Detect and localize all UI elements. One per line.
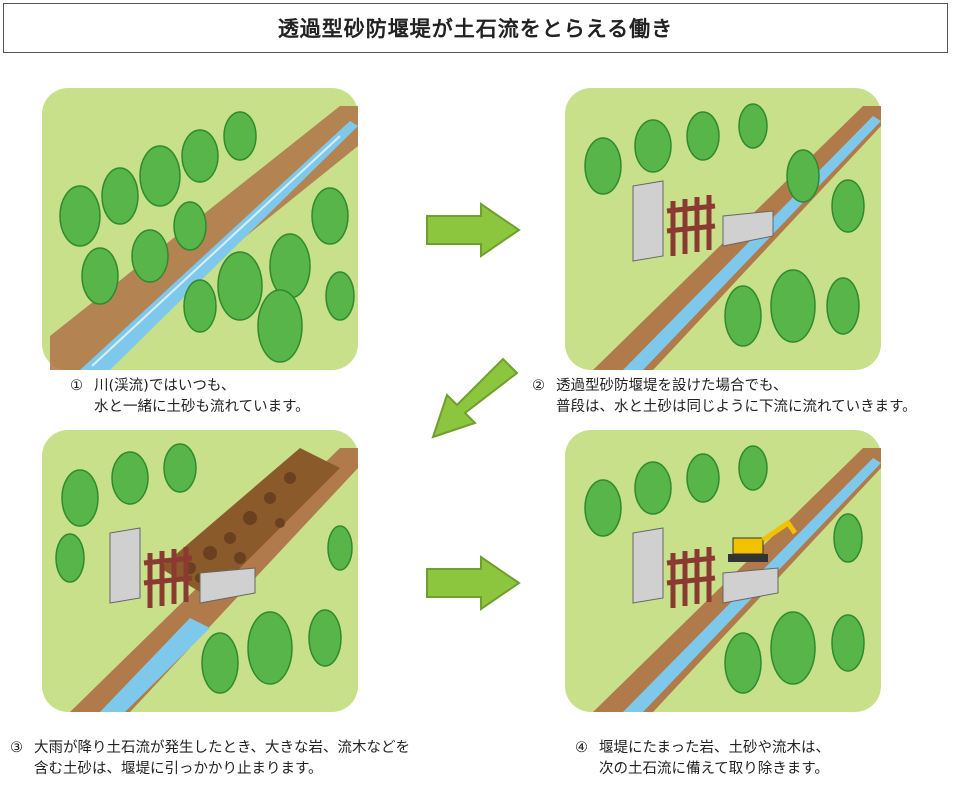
caption-line: 透過型砂防堰堤を設けた場合でも、 <box>556 378 788 394</box>
arrow-down-left-icon <box>431 357 519 439</box>
illustration-panel-3 <box>40 428 360 714</box>
caption-line: 堰堤にたまった岩、土砂や流木は、 <box>599 740 830 756</box>
caption-line: 水と一緒に土砂も流れています。 <box>94 399 310 415</box>
illustration-panel-2 <box>563 86 883 372</box>
caption-number: ③ <box>10 740 23 756</box>
arrow-right-icon <box>426 555 521 611</box>
caption-3: ③ 大雨が降り土石流が発生したとき、大きな岩、流木などを 含む土砂は、堰堤に引っか… <box>10 738 410 780</box>
arrow-right-icon <box>426 202 521 258</box>
page-title: 透過型砂防堰堤が土石流をとらえる働き <box>277 17 674 41</box>
illustration-panel-1 <box>40 86 360 372</box>
caption-line: 含む土砂は、堰堤に引っかかり止まります。 <box>34 761 323 777</box>
caption-2: ② 透過型砂防堰堤を設けた場合でも、 普段は、水と土砂は同じように下流に流れていき… <box>532 376 917 418</box>
caption-line: 普段は、水と土砂は同じように下流に流れていきます。 <box>556 399 917 415</box>
caption-4: ④ 堰堤にたまった岩、土砂や流木は、 次の土石流に備えて取り除きます。 <box>575 738 830 780</box>
caption-number: ② <box>532 378 545 394</box>
excavator-icon <box>728 519 798 562</box>
caption-number: ④ <box>575 740 588 756</box>
caption-number: ① <box>70 378 83 394</box>
caption-1: ① 川(渓流)ではいつも、 水と一緒に土砂も流れています。 <box>70 376 310 418</box>
title-box: 透過型砂防堰堤が土石流をとらえる働き <box>3 3 948 53</box>
caption-line: 次の土石流に備えて取り除きます。 <box>599 761 829 777</box>
caption-line: 川(渓流)ではいつも、 <box>94 378 236 394</box>
illustration-panel-4 <box>563 428 883 714</box>
caption-line: 大雨が降り土石流が発生したとき、大きな岩、流木などを <box>34 740 410 756</box>
